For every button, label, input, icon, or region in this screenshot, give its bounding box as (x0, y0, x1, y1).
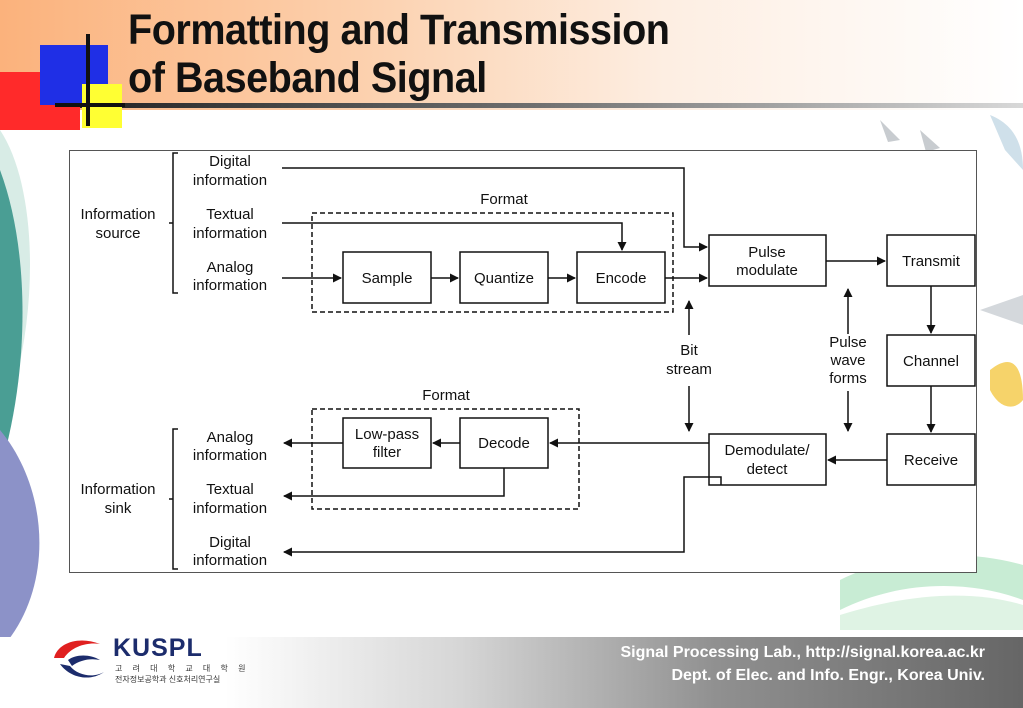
diagram-labels: Digital information Textual information … (80, 153, 960, 569)
format-box-bottom (311, 408, 580, 510)
channel-label: Channel (903, 353, 959, 370)
analog-in-label: Analog (207, 259, 254, 276)
title-line-1: Formatting and Transmission (128, 6, 670, 54)
footer-text: Signal Processing Lab., http://signal.ko… (620, 641, 985, 687)
logo-cross-horizontal (55, 103, 125, 107)
textual-out-label-2: information (193, 500, 267, 517)
diagram-canvas: Digital information Textual information … (80, 152, 976, 570)
pulse-modulate-label-2: modulate (736, 262, 798, 279)
textual-out-label: Textual (206, 481, 254, 498)
information-source-label: Information (80, 206, 155, 223)
diagram-lines (169, 152, 976, 570)
textual-in-label-2: information (193, 225, 267, 242)
baseband-diagram: Digital information Textual information … (69, 150, 977, 573)
textual-in-arrow (282, 222, 627, 251)
transmit-label: Transmit (902, 253, 961, 270)
demodulate-label: Demodulate/ (724, 442, 810, 459)
lowpass-label-2: filter (373, 444, 401, 461)
pulse-waveforms-label-3: forms (829, 370, 867, 387)
title-rule (55, 103, 1023, 108)
sample-label: Sample (362, 270, 413, 287)
sink-brace (172, 428, 178, 570)
logo-subtitle-1: 고 려 대 학 교 대 학 원 (115, 664, 250, 673)
digital-in-label-2: information (193, 172, 267, 189)
textual-in-label: Textual (206, 206, 254, 223)
receive-label: Receive (904, 452, 958, 469)
slide-title: Formatting and Transmission of Baseband … (128, 6, 670, 102)
demodulate-label-2: detect (747, 461, 789, 478)
encode-label: Encode (596, 270, 647, 287)
digital-out-label-2: information (193, 552, 267, 569)
digital-in-label: Digital (209, 153, 251, 170)
footer-line-1: Signal Processing Lab., http://signal.ko… (620, 644, 985, 661)
digital-out-label: Digital (209, 534, 251, 551)
quantize-label: Quantize (474, 270, 534, 287)
digital-out-arrow (283, 476, 722, 557)
analog-out-label-2: information (193, 447, 267, 464)
pulse-waveforms-label-2: wave (829, 352, 865, 369)
analog-in-label-2: information (193, 277, 267, 294)
analog-out-label: Analog (207, 429, 254, 446)
footer-line-2: Dept. of Elec. and Info. Engr., Korea Un… (671, 667, 985, 684)
bit-stream-label-2: stream (666, 361, 712, 378)
decode-label: Decode (478, 435, 530, 452)
information-sink-label-2: sink (105, 500, 132, 517)
information-source-label-2: source (95, 225, 140, 242)
title-band (0, 0, 1023, 110)
logo-subtitle-2: 전자정보공학과 신호처리연구실 (115, 675, 221, 684)
source-brace (172, 152, 178, 294)
format-box-top (311, 212, 674, 313)
demodulate-block (708, 433, 827, 486)
kuspl-logo-icon (54, 640, 104, 678)
lowpass-label: Low-pass (355, 426, 419, 443)
bit-stream-label: Bit (680, 342, 698, 359)
format-top-label: Format (480, 191, 528, 208)
information-sink-label: Information (80, 481, 155, 498)
pulse-waveforms-label: Pulse (829, 334, 867, 351)
title-line-2: of Baseband Signal (128, 54, 487, 102)
logo-cross-vertical (86, 34, 90, 126)
pulse-modulate-label: Pulse (748, 244, 786, 261)
textual-out-arrow (283, 468, 505, 501)
logo-wordmark: KUSPL (113, 634, 203, 662)
left-decoration (0, 130, 40, 650)
digital-in-arrow (282, 167, 708, 252)
format-bottom-label: Format (422, 387, 470, 404)
footer-band (0, 637, 1023, 708)
